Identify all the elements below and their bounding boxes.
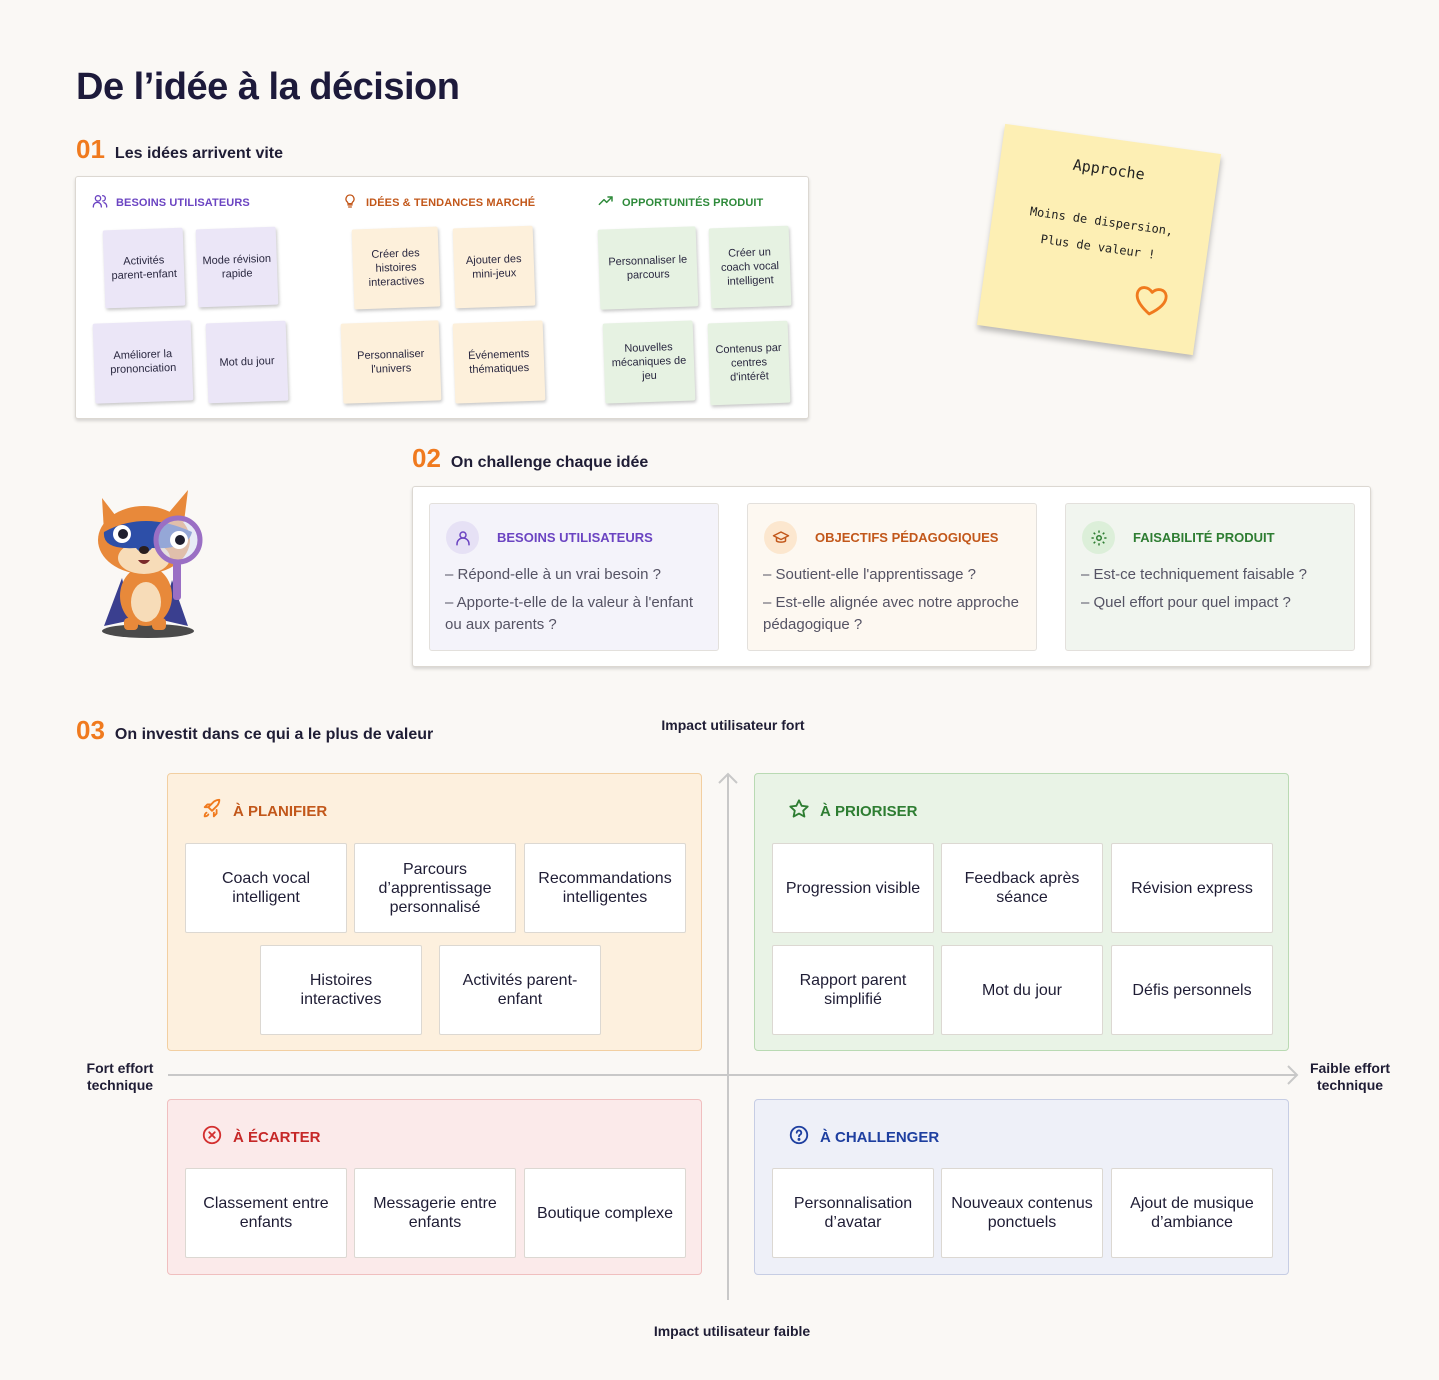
criterion-besoins: BESOINS UTILISATEURS – Répond-elle à un … <box>429 503 719 651</box>
initiative-card: Messagerie entre enfants <box>354 1168 516 1258</box>
step-02-heading: 02 On challenge chaque idée <box>412 443 648 474</box>
initiative-card: Mot du jour <box>941 945 1103 1035</box>
ideas-category-besoins: BESOINS UTILISATEURS <box>92 193 250 212</box>
fox-mascot-illustration <box>92 488 218 644</box>
quadrant-ecarter: À ÉCARTER Classement entre enfants Messa… <box>167 1099 702 1275</box>
lightbulb-icon <box>342 193 358 212</box>
criterion-question: – Quel effort pour quel impact ? <box>1081 594 1291 611</box>
initiative-card: Feedback après séance <box>941 843 1103 933</box>
step-01-heading: 01 Les idées arrivent vite <box>76 134 283 165</box>
ideas-board: BESOINS UTILISATEURS Activités parent-en… <box>75 176 809 419</box>
initiative-card: Recommandations intelligentes <box>524 843 686 933</box>
quadrant-planifier: À PLANIFIER Coach vocal intelligent Parc… <box>167 773 702 1051</box>
initiative-card: Révision express <box>1111 843 1273 933</box>
criterion-title: BESOINS UTILISATEURS <box>497 530 653 545</box>
criterion-pedagogie: OBJECTIFS PÉDAGOGIQUES – Soutient-elle l… <box>747 503 1037 651</box>
users-icon <box>92 193 108 212</box>
criterion-question: – Est-ce techniquement faisable ? <box>1081 566 1307 583</box>
ideas-category-title: BESOINS UTILISATEURS <box>116 196 250 209</box>
criterion-question: – Est-elle alignée avec notre approche p… <box>763 594 1019 633</box>
initiative-card: Personnalisation d’avatar <box>772 1168 934 1258</box>
axis-label-left: Fort effort technique <box>86 1060 154 1093</box>
ideas-category-title: OPPORTUNITÉS PRODUIT <box>622 196 764 209</box>
initiative-card: Progression visible <box>772 843 934 933</box>
ideas-category-opportunites: OPPORTUNITÉS PRODUIT <box>598 193 763 212</box>
criterion-question: – Répond-elle à un vrai besoin ? <box>445 566 661 583</box>
axis-label-bottom: Impact utilisateur faible <box>653 1323 811 1339</box>
ideas-category-title: IDÉES & TENDANCES MARCHÉ <box>366 196 536 209</box>
axis-label-right: Faible effort technique <box>1309 1060 1391 1093</box>
ideas-category-tendances: IDÉES & TENDANCES MARCHÉ <box>342 193 535 212</box>
criterion-question: – Apporte-t-elle de la valeur à l'enfant… <box>445 594 694 633</box>
initiative-card: Coach vocal intelligent <box>185 843 347 933</box>
step-label: On challenge chaque idée <box>450 454 649 471</box>
initiative-card: Nouveaux contenus ponctuels <box>941 1168 1103 1258</box>
criterion-question: – Soutient-elle l'apprentissage ? <box>763 566 977 583</box>
initiative-card: Défis personnels <box>1111 945 1273 1035</box>
initiative-card: Ajout de musique d’ambiance <box>1111 1168 1273 1258</box>
heart-icon <box>1130 281 1172 320</box>
initiative-card: Boutique complexe <box>524 1168 686 1258</box>
quadrant-header: À CHALLENGER <box>788 1124 939 1150</box>
step-label: Les idées arrivent vite <box>114 145 284 162</box>
rocket-icon <box>201 798 223 824</box>
approach-note: Approche Moins de dispersion, Plus de va… <box>976 123 1222 356</box>
user-icon <box>446 521 479 554</box>
initiative-card: Activités parent-enfant <box>439 945 601 1035</box>
axis-label-top: Impact utilisateur fort <box>661 717 805 733</box>
quadrant-header: À PLANIFIER <box>201 798 327 824</box>
quadrant-header: À PRIORISER <box>788 798 918 824</box>
step-number: 03 <box>76 715 105 745</box>
criteria-panel: BESOINS UTILISATEURS – Répond-elle à un … <box>412 486 1371 667</box>
page-title: De l’idée à la décision <box>76 66 460 108</box>
x-circle-icon <box>201 1124 223 1150</box>
initiative-card: Histoires interactives <box>260 945 422 1035</box>
gear-icon <box>1082 521 1115 554</box>
criterion-title: FAISABILITÉ PRODUIT <box>1133 530 1275 545</box>
quadrant-header: À ÉCARTER <box>201 1124 321 1150</box>
step-number: 02 <box>412 443 441 473</box>
quadrant-title: À CHALLENGER <box>820 1128 940 1146</box>
quadrant-title: À PRIORISER <box>820 802 918 820</box>
criterion-faisabilite: FAISABILITÉ PRODUIT – Est-ce techniqueme… <box>1065 503 1355 651</box>
question-circle-icon <box>788 1124 810 1150</box>
quadrant-prioriser: À PRIORISER Progression visible Feedback… <box>754 773 1289 1051</box>
step-label: On investit dans ce qui a le plus de val… <box>114 726 434 743</box>
quadrant-title: À ÉCARTER <box>233 1128 321 1146</box>
initiative-card: Rapport parent simplifié <box>772 945 934 1035</box>
quadrant-title: À PLANIFIER <box>233 802 328 820</box>
step-number: 01 <box>76 134 105 164</box>
trending-up-icon <box>598 193 614 212</box>
initiative-card: Parcours d’apprentissage personnalisé <box>354 843 516 933</box>
criterion-title: OBJECTIFS PÉDAGOGIQUES <box>815 530 999 545</box>
initiative-card: Classement entre enfants <box>185 1168 347 1258</box>
graduation-cap-icon <box>764 521 797 554</box>
step-03-heading: 03 On investit dans ce qui a le plus de … <box>76 715 433 746</box>
quadrant-challenger: À CHALLENGER Personnalisation d’avatar N… <box>754 1099 1289 1275</box>
star-icon <box>788 798 810 824</box>
